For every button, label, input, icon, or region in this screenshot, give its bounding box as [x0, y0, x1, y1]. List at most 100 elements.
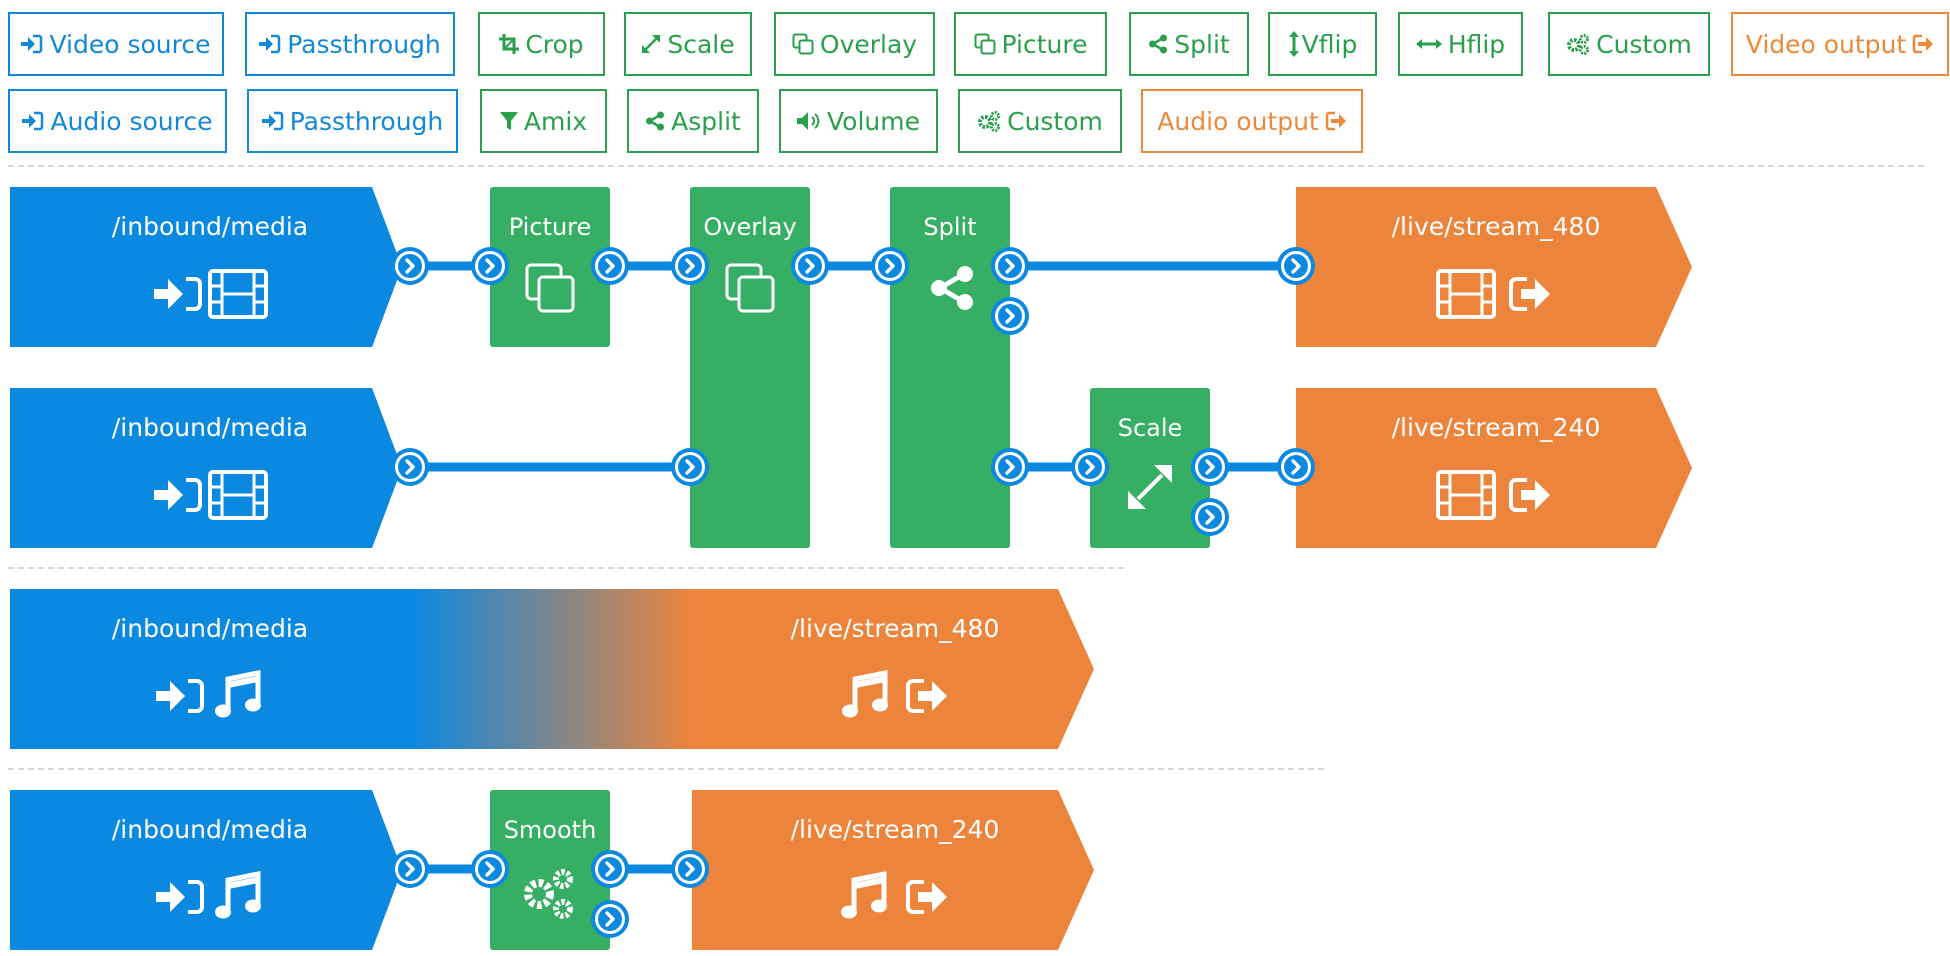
crop-icon	[499, 34, 520, 54]
scale-filter-node[interactable]: Scale	[1090, 388, 1210, 548]
output-port[interactable]	[1189, 496, 1231, 538]
sign-out-icon	[1912, 34, 1934, 54]
output-port[interactable]	[389, 848, 431, 890]
split-label: Split	[1174, 29, 1230, 59]
node-path: /live/stream_240	[1392, 413, 1601, 442]
node-label: Picture	[509, 213, 592, 241]
scale-label: Scale	[667, 29, 735, 59]
share-alt-icon	[1149, 34, 1168, 54]
video-output-button[interactable]: Video output	[1731, 12, 1949, 76]
input-port[interactable]	[669, 848, 711, 890]
video-output-node[interactable]: /live/stream_240	[1296, 388, 1692, 548]
crop-label: Crop	[525, 29, 584, 59]
node-label: Scale	[1118, 414, 1183, 442]
arrows-vertical-icon	[1288, 31, 1299, 57]
sign-in-icon	[261, 111, 283, 131]
node-label: Split	[923, 213, 976, 241]
video-source-node[interactable]: /inbound/media	[10, 187, 402, 347]
input-port[interactable]	[469, 245, 511, 287]
node-path: /live/stream_480	[1392, 212, 1601, 241]
audio-passthrough-label: Passthrough	[289, 106, 444, 136]
audio-passthrough-button[interactable]: Passthrough	[247, 89, 458, 153]
video-custom-label: Custom	[1596, 29, 1692, 59]
video-output-label: Video output	[1745, 29, 1907, 59]
output-port[interactable]	[989, 446, 1031, 488]
split-button[interactable]: Split	[1129, 12, 1249, 76]
video-passthrough-label: Passthrough	[287, 29, 441, 59]
picture-button[interactable]: Picture	[954, 12, 1107, 76]
audio-source-node[interactable]: /inbound/media	[10, 790, 402, 950]
share-alt-icon	[646, 111, 665, 131]
asplit-button[interactable]: Asplit	[627, 89, 759, 153]
volume-icon	[797, 112, 820, 130]
scale-button[interactable]: Scale	[624, 12, 752, 76]
video-output-node[interactable]: /live/stream_480	[1296, 187, 1692, 347]
output-port[interactable]	[1189, 446, 1231, 488]
amix-button[interactable]: Amix	[480, 89, 607, 153]
sign-in-icon	[22, 111, 44, 131]
input-port[interactable]	[669, 446, 711, 488]
audio-custom-label: Custom	[1007, 106, 1103, 136]
smooth-filter-node[interactable]: Smooth	[490, 790, 610, 950]
video-source-button[interactable]: Video source	[8, 12, 224, 76]
audio-source-label: Audio source	[50, 106, 213, 136]
audio-custom-button[interactable]: Custom	[958, 89, 1122, 153]
video-source-label: Video source	[49, 29, 211, 59]
source-path: /inbound/media	[112, 614, 308, 643]
split-filter-node[interactable]: Split	[890, 187, 1010, 548]
audio-source-button[interactable]: Audio source	[8, 89, 227, 153]
video-passthrough-button[interactable]: Passthrough	[245, 12, 455, 76]
input-port[interactable]	[669, 245, 711, 287]
output-port[interactable]	[989, 245, 1031, 287]
output-port[interactable]	[389, 446, 431, 488]
gears-icon	[978, 111, 1001, 132]
node-path: /inbound/media	[112, 212, 308, 241]
expand-arrows-icon	[642, 35, 661, 53]
amix-label: Amix	[523, 106, 588, 136]
overlay-filter-node[interactable]: Overlay	[690, 187, 810, 548]
output-port[interactable]	[989, 295, 1031, 337]
input-port[interactable]	[1275, 245, 1317, 287]
node-path: /inbound/media	[112, 413, 308, 442]
input-port[interactable]	[869, 245, 911, 287]
input-port[interactable]	[469, 848, 511, 890]
audio-output-label: Audio output	[1157, 106, 1319, 136]
asplit-label: Asplit	[671, 106, 741, 136]
audio-passthrough-node[interactable]: /inbound/media /live/stream_480	[10, 589, 1094, 749]
input-port[interactable]	[1069, 446, 1111, 488]
crop-button[interactable]: Crop	[478, 12, 605, 76]
output-port[interactable]	[589, 245, 631, 287]
output-path: /live/stream_480	[791, 614, 1000, 643]
overlay-label: Overlay	[819, 29, 918, 59]
node-path: /inbound/media	[112, 815, 308, 844]
copy-icon	[974, 33, 995, 55]
vflip-button[interactable]: Vflip	[1268, 12, 1377, 76]
gears-icon	[1567, 34, 1590, 55]
sign-in-icon	[259, 34, 281, 54]
output-port[interactable]	[589, 848, 631, 890]
arrows-horizontal-icon	[1415, 39, 1442, 49]
copy-icon	[792, 33, 814, 55]
hflip-label: Hflip	[1447, 29, 1506, 59]
picture-label: Picture	[1001, 29, 1088, 59]
video-source-node[interactable]: /inbound/media	[10, 388, 402, 548]
input-port[interactable]	[1275, 446, 1317, 488]
audio-output-node[interactable]: /live/stream_240	[692, 790, 1094, 950]
video-custom-button[interactable]: Custom	[1548, 12, 1710, 76]
overlay-button[interactable]: Overlay	[774, 12, 935, 76]
hflip-button[interactable]: Hflip	[1398, 12, 1523, 76]
output-port[interactable]	[589, 898, 631, 940]
node-label: Overlay	[703, 213, 796, 241]
node-label: Smooth	[504, 816, 597, 844]
picture-filter-node[interactable]: Picture	[490, 187, 610, 347]
sign-out-icon	[1325, 111, 1346, 131]
sign-in-icon	[21, 34, 43, 54]
output-port[interactable]	[789, 245, 831, 287]
volume-button[interactable]: Volume	[779, 89, 938, 153]
output-port[interactable]	[389, 245, 431, 287]
volume-label: Volume	[827, 106, 920, 136]
filter-icon	[499, 112, 518, 130]
node-path: /live/stream_240	[791, 815, 1000, 844]
vflip-label: Vflip	[1301, 29, 1358, 59]
audio-output-button[interactable]: Audio output	[1141, 89, 1363, 153]
